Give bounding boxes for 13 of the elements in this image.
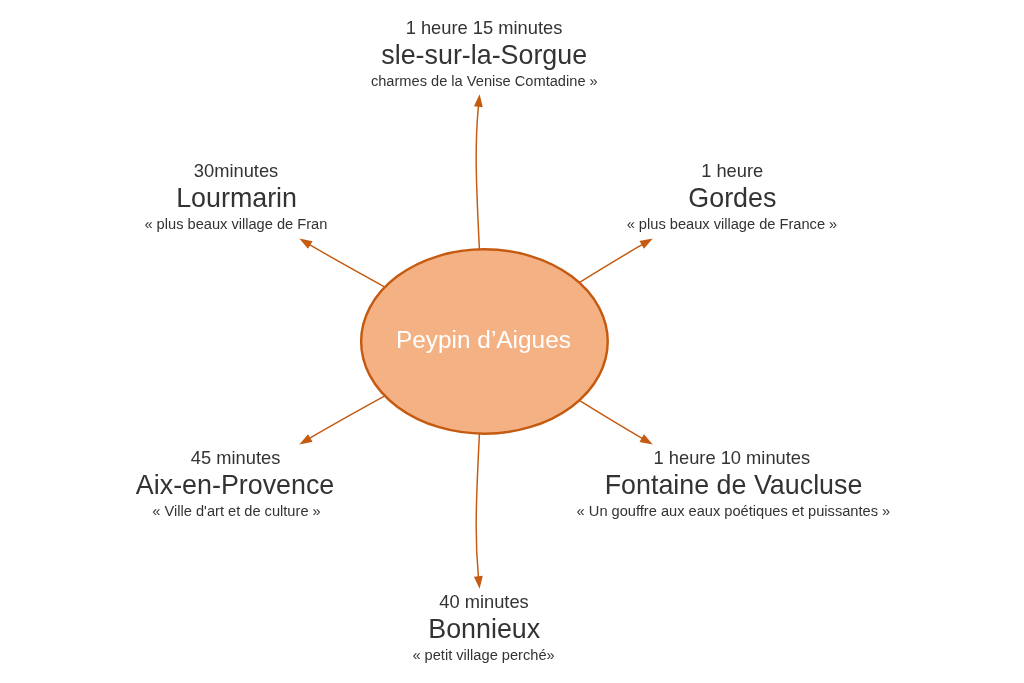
arrow xyxy=(473,94,483,250)
arrow xyxy=(298,395,386,445)
node-text: 40 minutes Bonnieux « petit village perché» xyxy=(411,590,555,663)
node-text: 45 minutes Aix-en-Provence « Ville d'art et de culture » xyxy=(135,447,334,520)
node-ellipse: Peypin d’Aigues xyxy=(359,248,609,435)
arrow xyxy=(473,433,483,589)
node-text: 1 heure 10 minutes Fontaine de Vaucluse « Un gouffre aux eaux poétiques et puissantes » xyxy=(576,447,890,520)
node-text: 30minutes Lourmarin « plus beaux village de Fran xyxy=(143,160,327,233)
arrow xyxy=(298,238,386,288)
arrow xyxy=(578,238,653,284)
arrow xyxy=(578,399,653,445)
node-text: 1 heure Gordes « plus beaux village de France » xyxy=(626,160,837,233)
node-text: 1 heure 15 minutes sle-sur-la-Sorgue charmes de la Venise Comtadine » xyxy=(370,16,598,89)
